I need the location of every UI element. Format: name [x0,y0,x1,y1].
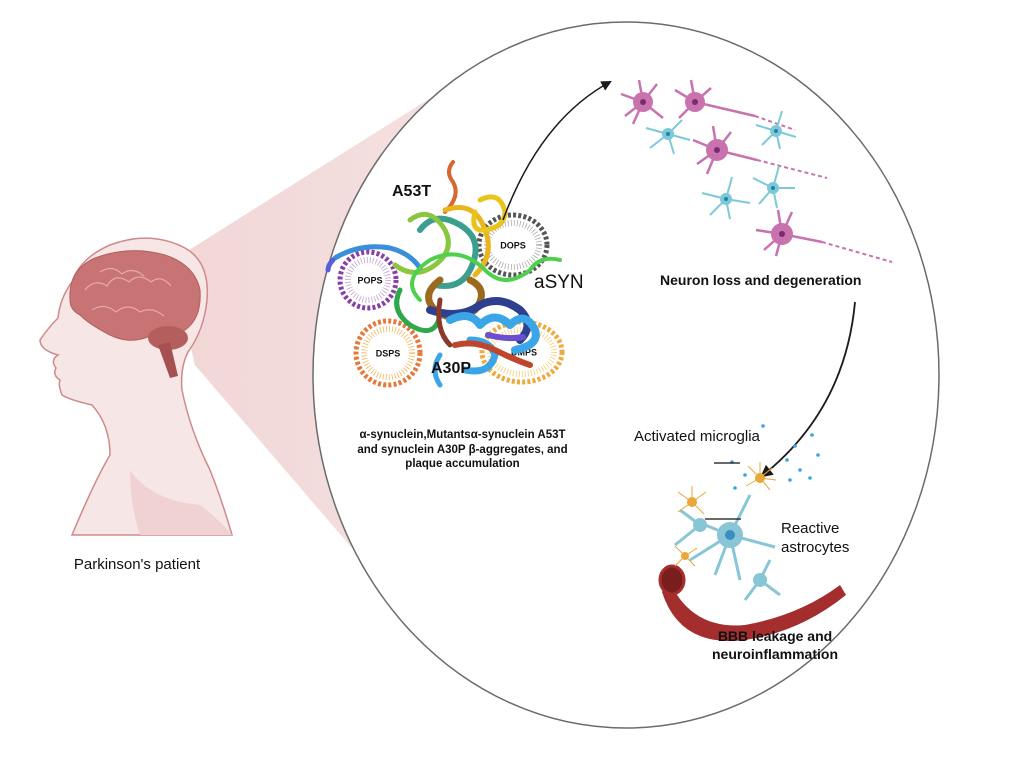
neck-shade [130,470,232,535]
stage-label-bbb-leakage: BBB leakage and neuroinflammation [711,628,838,662]
vesicle-pops: POPS [337,249,399,311]
svg-text:DMPS: DMPS [511,347,537,357]
vesicle-dsps: DSPS [353,318,423,388]
brain [69,250,201,341]
neuron-pink [674,79,796,131]
asyn-protein-structure: DOPS POPS DSPS DMPS [325,160,565,388]
stage-label-neuron-loss: Neuron loss and degeneration [660,272,862,288]
neuron-cyan [701,176,751,220]
neuron-cyan [752,165,795,209]
vessel-opening [658,564,686,596]
degenerating-neurons [620,79,893,263]
neuron-cyan [645,119,691,155]
arrow-to-microglia [760,301,856,478]
svg-text:POPS: POPS [357,275,382,285]
brain-gyri [84,267,172,317]
neuron-pink [620,79,664,125]
neuroinflammation-scene [658,424,846,641]
patient-label: Parkinson's patient [73,556,201,573]
neuron-pink [755,209,893,263]
magnification-cone [170,92,440,548]
neuron-cyan [755,110,797,150]
protein-name-label: aSYN [534,272,584,293]
microglia-cells [674,462,777,567]
svg-text:DSPS: DSPS [376,348,401,358]
protein-ribbons [325,160,562,388]
mutation-label-a30p: A30P [431,360,472,377]
aggregation-caption: α-synuclein,Mutantsα-synuclein A53T and … [357,429,568,470]
mutation-label-a53t: A53T [392,183,432,200]
brainstem [158,342,178,378]
cerebellum [148,326,188,350]
neuron-pink [692,125,828,179]
stage-label-astrocytes: Reactive astrocytes [781,520,850,556]
blood-vessel [662,578,846,641]
svg-text:DOPS: DOPS [500,240,526,250]
patient-head-illustration [39,237,233,536]
astrocyte-cells [674,494,781,601]
stage-label-microglia: Activated microglia [634,428,760,445]
arrow-to-neurons [502,80,612,221]
magnified-view-circle [312,21,940,729]
